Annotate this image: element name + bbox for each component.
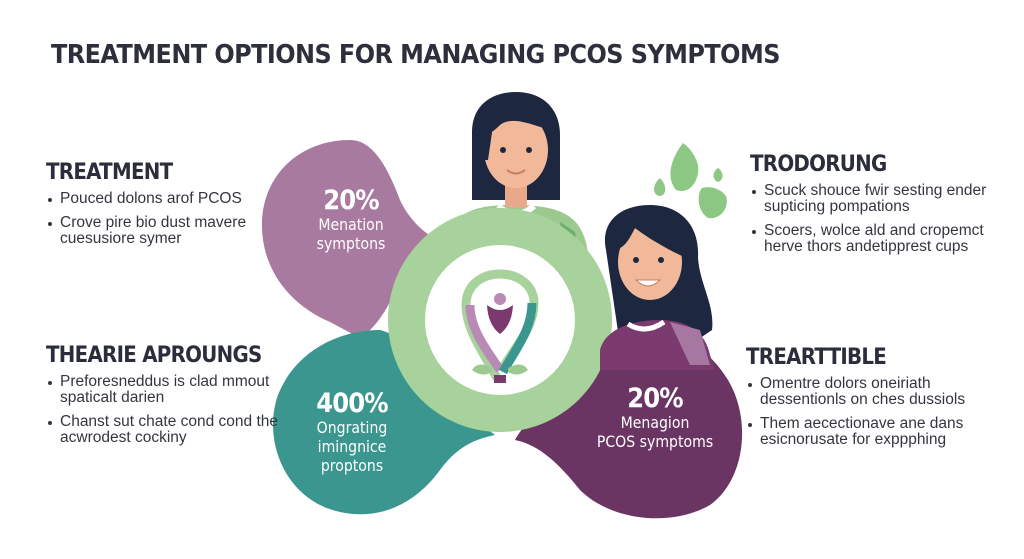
bullet-list: Scuck shouce fwir sesting ender supticin…: [750, 183, 990, 255]
stat-mauve-bubble: 20% Menation symptons: [296, 185, 406, 254]
section-heading: TREARTTIBLE: [746, 345, 887, 370]
stat-value: 20%: [627, 383, 683, 414]
bullet-list: Pouced dolons arof PCOS Crove pire bio d…: [46, 191, 286, 247]
section-heading: TRODORUNG: [750, 152, 887, 177]
teal-blob: [273, 330, 495, 515]
mauve-blob: [262, 140, 455, 338]
stat-label-line: symptons: [316, 234, 386, 253]
section-thearie-aproungs: THEARIE APROUNGS Preforesneddus is clad …: [46, 343, 286, 454]
stat-label-line: PCOS symptoms: [596, 432, 714, 451]
bullet-list: Omentre dolors oneiriath dessentionls on…: [746, 376, 986, 448]
section-heading: TREATMENT: [46, 160, 173, 185]
leaf-icon: [654, 143, 727, 219]
stat-plum-bubble: 20% Menagion PCOS symptoms: [575, 383, 735, 452]
bullet-item: Crove pire bio dust mavere cuesusiore sy…: [46, 215, 286, 247]
bullet-item: Pouced dolons arof PCOS: [46, 191, 286, 207]
smiling-woman-illustration: [600, 205, 715, 370]
stat-label-line: imingnice: [317, 437, 387, 456]
bullet-item: Scoers, wolce ald and cropemct herve tho…: [750, 223, 990, 255]
stat-label-line: Menation: [318, 215, 384, 234]
stat-label-line: Ongrating: [316, 418, 388, 437]
section-treatment: TREATMENT Pouced dolons arof PCOS Crove …: [46, 160, 286, 255]
stat-teal-bubble: 400% Ongrating imingnice proptons: [297, 388, 407, 476]
page-title: TREATMENT OPTIONS FOR MANAGING PCOS SYMP…: [51, 40, 780, 70]
stat-label-line: Menagion: [620, 413, 690, 432]
stat-value: 400%: [316, 388, 388, 419]
stat-value: 20%: [323, 185, 379, 216]
stat-label-line: proptons: [320, 456, 384, 475]
bullet-item: Preforesneddus is clad mmout spaticalt d…: [46, 374, 286, 406]
section-trodorung: TRODORUNG Scuck shouce fwir sesting ende…: [750, 152, 990, 263]
section-heading: THEARIE APROUNGS: [46, 343, 262, 368]
section-trearttible: TREARTTIBLE Omentre dolors oneiriath des…: [746, 345, 986, 456]
bullet-list: Preforesneddus is clad mmout spaticalt d…: [46, 374, 286, 446]
bullet-item: Them aecectionave ane dans esicnorusate …: [746, 416, 986, 448]
bullet-item: Scuck shouce fwir sesting ender supticin…: [750, 183, 990, 215]
pcos-awareness-ribbon-icon: [461, 269, 539, 383]
bullet-item: Omentre dolors oneiriath dessentionls on…: [746, 376, 986, 408]
bullet-item: Chanst sut chate cond cond the acwrodest…: [46, 414, 286, 446]
